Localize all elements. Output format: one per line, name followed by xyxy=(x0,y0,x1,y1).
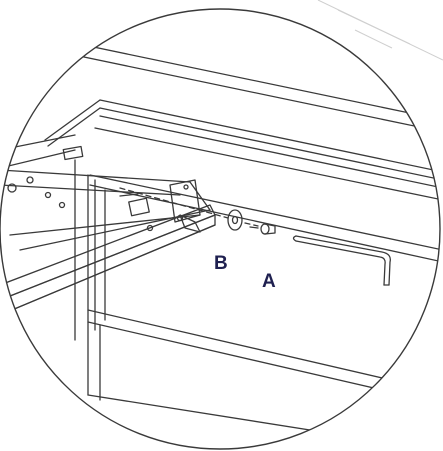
front-rail xyxy=(0,145,211,251)
washer-icon xyxy=(227,209,243,231)
outer-sketch-lines xyxy=(317,0,443,61)
screw-icon xyxy=(249,223,276,235)
left-side-panel xyxy=(0,134,106,396)
lower-shelf xyxy=(87,309,440,449)
rail-bracket xyxy=(119,193,150,217)
rear-frame-rail xyxy=(44,99,440,263)
callout-b-label: B xyxy=(214,253,228,274)
callout-a-label: A xyxy=(262,271,276,292)
detail-circle xyxy=(0,8,441,450)
drawer-runner xyxy=(0,179,216,316)
alignment-dashes xyxy=(119,187,259,227)
hex-key-icon xyxy=(292,235,391,286)
top-panel xyxy=(29,39,440,133)
